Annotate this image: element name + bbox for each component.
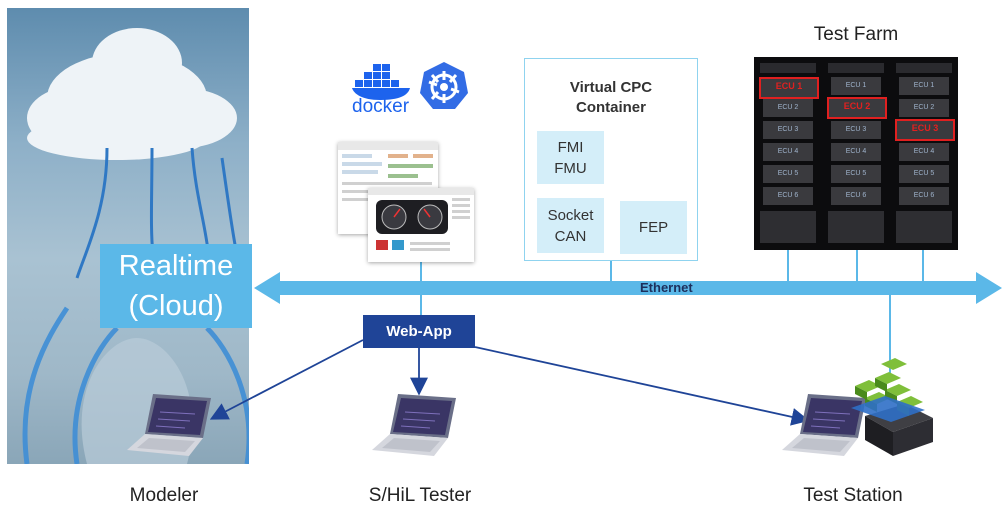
modeler-caption: Modeler xyxy=(129,485,199,506)
rack-header xyxy=(828,63,884,73)
tester-caption: S/HiL Tester xyxy=(368,485,472,506)
ecu-slot: ECU 2 xyxy=(899,99,949,117)
ecu-slot: ECU 4 xyxy=(831,143,881,161)
ecu-slot: ECU 5 xyxy=(763,165,813,183)
docker-wordmark: docker xyxy=(352,96,410,117)
app-screenshot-2 xyxy=(368,188,474,262)
ethernet-label: Ethernet xyxy=(640,280,693,295)
ecu-slot: ECU 1 xyxy=(899,77,949,95)
realtime-cloud-label: Realtime (Cloud) xyxy=(100,244,252,328)
kubernetes-icon xyxy=(418,60,470,116)
rack-header xyxy=(896,63,952,73)
ecu-slot: ECU 5 xyxy=(831,165,881,183)
ecu-rack-3: ECU 1 ECU 2 ECU 3 ECU 4 ECU 5 ECU 6 xyxy=(890,57,958,250)
docker-logo-icon: docker xyxy=(350,60,420,120)
ecu-slot: ECU 2 xyxy=(827,97,887,119)
ecu-slot: ECU 3 xyxy=(763,121,813,139)
cloud-image xyxy=(7,8,249,464)
test-farm-title: Test Farm xyxy=(813,24,899,45)
rack-power-unit xyxy=(896,211,952,243)
fmi-fmu-box: FMI FMU xyxy=(537,131,604,184)
rack-power-unit xyxy=(828,211,884,243)
ecu-slot: ECU 6 xyxy=(899,187,949,205)
rack-power-unit xyxy=(760,211,816,243)
ecu-rack-2: ECU 1 ECU 2 ECU 3 ECU 4 ECU 5 ECU 6 xyxy=(822,57,890,250)
ecu-slot: ECU 3 xyxy=(831,121,881,139)
ecu-slot: ECU 6 xyxy=(763,187,813,205)
ecu-slot: ECU 3 xyxy=(895,119,955,141)
laptop-icon xyxy=(370,392,460,462)
ecu-slot: ECU 1 xyxy=(759,77,819,99)
socket-can-box: Socket CAN xyxy=(537,198,604,253)
container-title-line1: Virtual CPC xyxy=(569,79,653,96)
rack-header xyxy=(760,63,816,73)
ecu-slot: ECU 1 xyxy=(831,77,881,95)
laptop-icon xyxy=(125,392,215,462)
ecu-rack-1: ECU 1 ECU 2 ECU 3 ECU 4 ECU 5 ECU 6 xyxy=(754,57,822,250)
ecu-slot: ECU 2 xyxy=(763,99,813,117)
fep-box: FEP xyxy=(620,201,687,254)
ecu-slot: ECU 5 xyxy=(899,165,949,183)
test-station-caption: Test Station xyxy=(803,485,903,506)
web-app-box: Web-App xyxy=(363,315,475,348)
ecu-slot: ECU 4 xyxy=(899,143,949,161)
laptop-icon xyxy=(780,392,870,462)
ethernet-bus xyxy=(254,272,1002,304)
container-title-line2: Container xyxy=(575,99,646,116)
ecu-slot: ECU 6 xyxy=(831,187,881,205)
ecu-slot: ECU 4 xyxy=(763,143,813,161)
server-stack-icon xyxy=(845,356,935,460)
